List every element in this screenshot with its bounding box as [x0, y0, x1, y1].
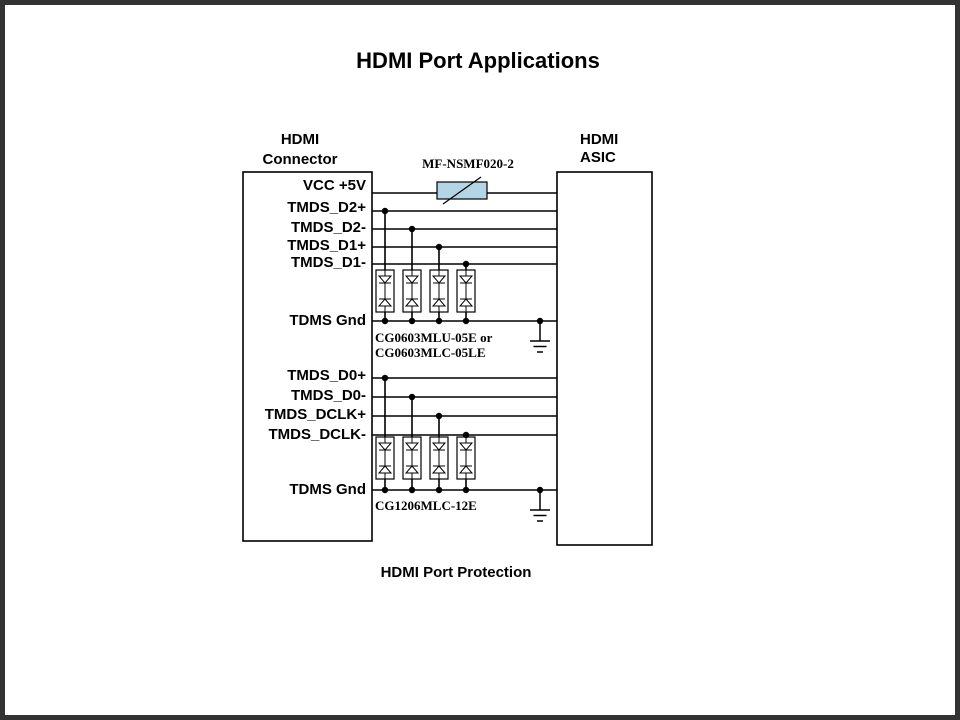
pin-label-vcc: VCC +5V	[303, 177, 366, 194]
junction-dot	[462, 260, 470, 268]
tvs-suppressor-icon	[375, 436, 395, 480]
asic-label-line1: HDMI	[580, 131, 618, 148]
junction-dot	[381, 374, 389, 382]
tvs-suppressor-icon	[402, 269, 422, 313]
hdmi-asic-box	[556, 171, 653, 546]
tvs-suppressor-icon	[402, 436, 422, 480]
esd-array-1-label-line1: CG0603MLU-05E or	[375, 330, 493, 345]
pin-label-d1-plus: TMDS_D1+	[287, 237, 366, 254]
pin-label-d0-plus: TMDS_D0+	[287, 367, 366, 384]
junction-dot	[462, 317, 470, 325]
junction-dot	[462, 431, 470, 439]
fuse-slash	[442, 176, 482, 205]
pin-label-d0-minus: TMDS_D0-	[291, 387, 366, 404]
tvs-suppressor-icon	[429, 269, 449, 313]
ground-symbol-icon	[529, 320, 551, 353]
pin-label-gnd-2: TDMS Gnd	[289, 481, 366, 498]
connector-label-line1: HDMI	[281, 131, 319, 148]
tvs-suppressor-icon	[456, 269, 476, 313]
junction-dot	[408, 393, 416, 401]
hdmi-connector-box	[242, 171, 373, 542]
pin-label-d2-plus: TMDS_D2+	[287, 199, 366, 216]
esd-array-1-label-line2: CG0603MLC-05LE	[375, 345, 486, 360]
fuse-label: MF-NSMF020-2	[422, 156, 514, 171]
tvs-suppressor-icon	[375, 269, 395, 313]
junction-dot	[462, 486, 470, 494]
tvs-suppressor-icon	[429, 436, 449, 480]
tvs-array-1	[375, 207, 476, 325]
connector-label-line2: Connector	[263, 151, 338, 168]
diagram-caption: HDMI Port Protection	[381, 564, 532, 581]
tvs-suppressor-icon	[456, 436, 476, 480]
pin-label-dclk-plus: TMDS_DCLK+	[265, 406, 366, 423]
junction-dot	[435, 317, 443, 325]
junction-dot	[435, 243, 443, 251]
junction-dot	[408, 317, 416, 325]
asic-label-line2: ASIC	[580, 149, 616, 166]
pin-label-gnd-1: TDMS Gnd	[289, 312, 366, 329]
esd-array-2-label: CG1206MLC-12E	[375, 498, 477, 513]
page-title: HDMI Port Applications	[356, 48, 600, 73]
fuse-component	[436, 176, 488, 205]
pin-label-d1-minus: TMDS_D1-	[291, 254, 366, 271]
ground-symbol-icon	[529, 489, 551, 522]
pin-label-dclk-minus: TMDS_DCLK-	[269, 426, 367, 443]
junction-dot	[435, 412, 443, 420]
tvs-array-2	[375, 374, 476, 494]
junction-dot	[381, 317, 389, 325]
junction-dot	[408, 486, 416, 494]
junction-dot	[381, 486, 389, 494]
pin-label-d2-minus: TMDS_D2-	[291, 219, 366, 236]
junction-dot	[381, 207, 389, 215]
junction-dot	[408, 225, 416, 233]
junction-dot	[435, 486, 443, 494]
